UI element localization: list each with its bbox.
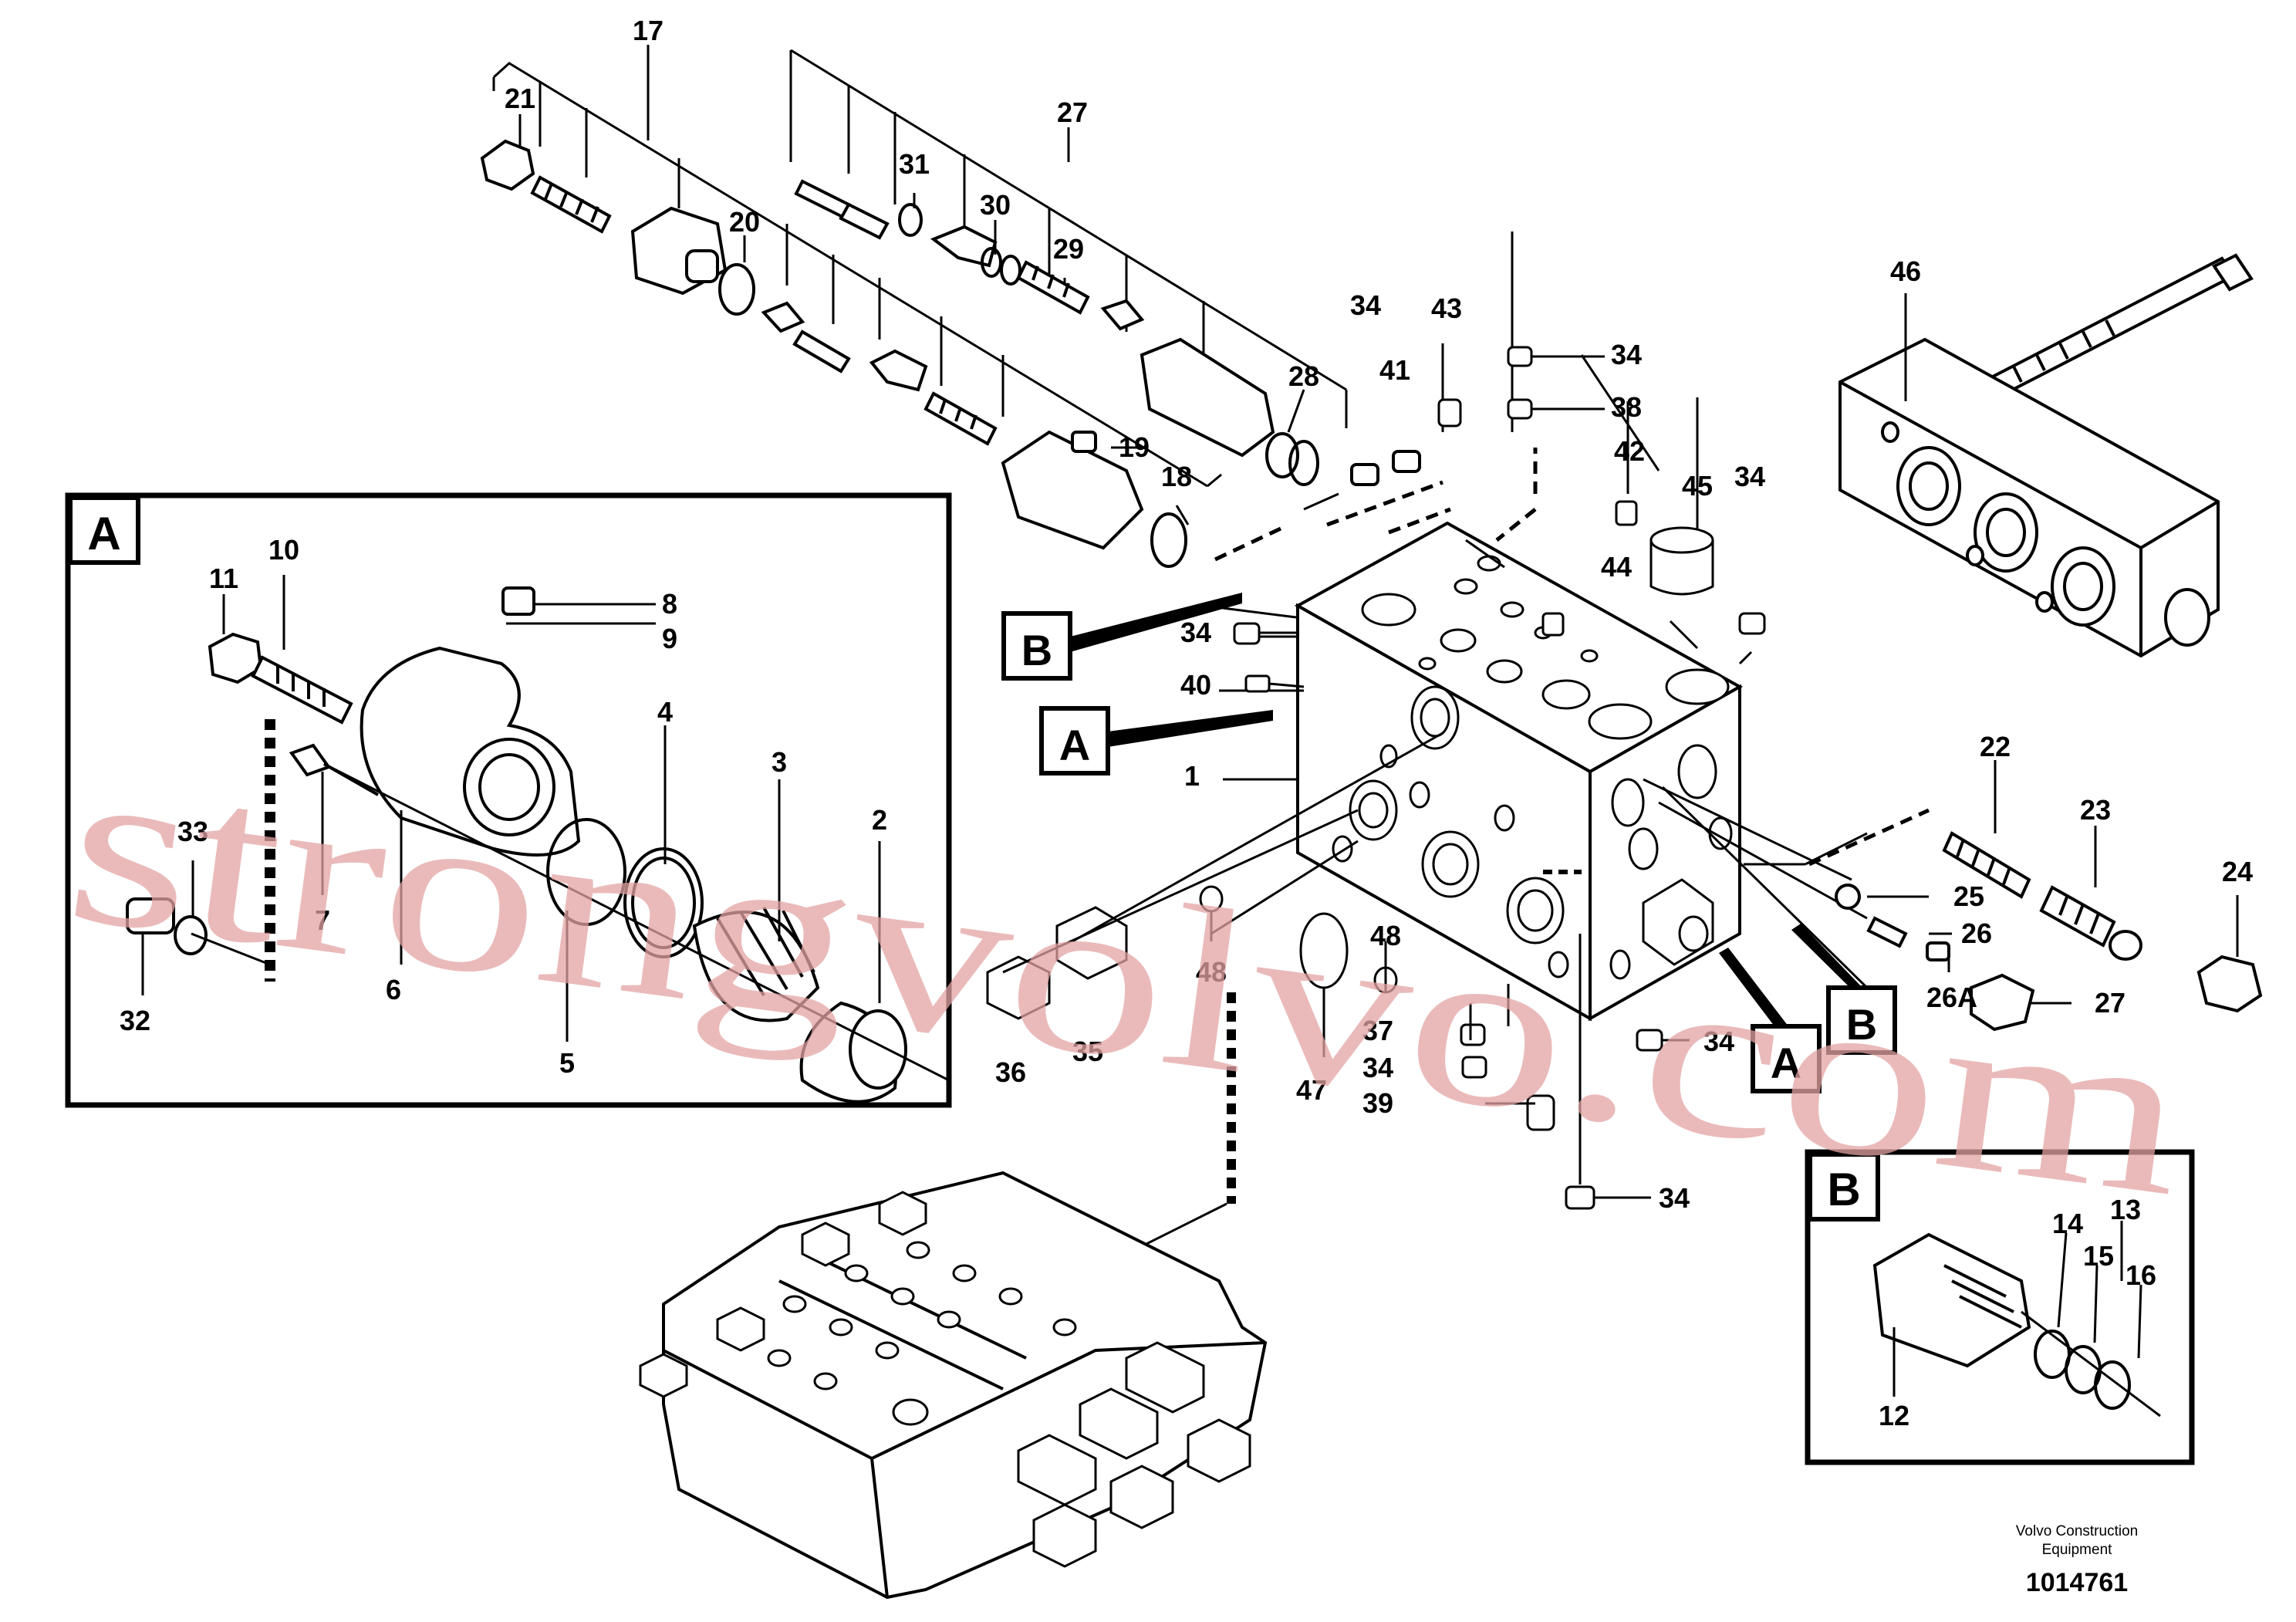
callout-16: 16 <box>2125 1259 2156 1291</box>
callout-30: 29 <box>1053 233 1084 265</box>
footer: Volvo Construction Equipment 1014761 <box>2016 1523 2138 1597</box>
callout-39: 38 <box>1611 391 1642 423</box>
callout-2: 2 <box>872 804 887 836</box>
callout-43: 42 <box>1614 435 1645 467</box>
callout-15: 15 <box>2083 1240 2114 1272</box>
detail-view-b-tag: B <box>1827 1164 1860 1215</box>
callout-24: 24 <box>2222 856 2253 887</box>
callout-17: 17 <box>633 15 663 46</box>
callout-20: 20 <box>729 206 760 238</box>
callout-23: 23 <box>2080 794 2111 826</box>
callout-19: 19 <box>1119 431 1150 463</box>
callout-21: 21 <box>505 83 535 114</box>
detail-view-a: A <box>65 492 952 1108</box>
callout-10: 10 <box>268 534 299 566</box>
callout-41: 40 <box>1180 669 1211 701</box>
detail-view-b: B 13 14 15 16 12 <box>1805 1149 2195 1465</box>
callout-35-f: 34 <box>1703 1026 1734 1057</box>
fittings: 34 40 1 43 34 38 42 45 34 44 36 35 48 48… <box>986 292 1766 1252</box>
callout-27: 27 <box>2095 987 2125 1019</box>
callout-38: 37 <box>1362 1015 1393 1046</box>
callout-7: 7 <box>315 904 330 936</box>
marker-b-left: B <box>1021 626 1052 674</box>
section-47: 46 <box>1838 253 2254 658</box>
relief-parts-right: 22 23 24 25 26 26A 27 <box>1643 731 2263 1032</box>
main-control-valve <box>639 1171 1268 1600</box>
callout-47: 46 <box>1890 255 1921 287</box>
callout-13: 13 <box>2110 1194 2141 1225</box>
callout-33: 32 <box>120 1005 150 1036</box>
callout-44: 43 <box>1431 292 1462 324</box>
callout-3: 3 <box>772 746 787 778</box>
callout-28: 27 <box>1057 96 1088 128</box>
callout-35-d: 34 <box>1734 461 1765 492</box>
callout-35-b: 34 <box>1180 617 1211 648</box>
callout-45: 44 <box>1601 551 1632 583</box>
callout-6: 6 <box>386 974 401 1005</box>
callout-26a: 26A <box>1926 982 1977 1013</box>
callout-32: 31 <box>899 148 930 180</box>
callout-35-c: 34 <box>1611 339 1642 370</box>
watermark: strongvolvo.com <box>55 712 2200 1245</box>
callout-5: 5 <box>559 1047 575 1079</box>
exploded-upper-assemblies: 17 21 20 19 18 27 31 30 29 28 34 41 <box>480 15 1538 568</box>
callout-35-g: 34 <box>1659 1182 1690 1214</box>
drawing-number: 1014761 <box>2026 1568 2128 1597</box>
callout-37: 36 <box>995 1056 1026 1088</box>
callout-14: 14 <box>2052 1208 2083 1239</box>
detail-view-a-tag: A <box>87 508 120 559</box>
callout-49-b: 48 <box>1370 920 1401 951</box>
callout-48: 47 <box>1296 1074 1327 1106</box>
callout-9: 9 <box>662 623 677 654</box>
marker-a-right: A <box>1771 1039 1801 1087</box>
callout-25: 25 <box>1953 880 1984 912</box>
callout-40: 39 <box>1362 1087 1393 1119</box>
callout-36: 35 <box>1072 1036 1103 1067</box>
callout-11: 11 <box>209 563 238 594</box>
callout-42: 41 <box>1379 354 1410 386</box>
callout-8: 8 <box>662 588 677 620</box>
callout-22: 22 <box>1980 731 2011 762</box>
callout-49-a: 48 <box>1196 956 1227 988</box>
callout-46: 45 <box>1682 470 1713 502</box>
callout-4: 4 <box>657 696 673 728</box>
marker-a-left: A <box>1059 721 1090 769</box>
callout-1: 1 <box>1184 760 1200 792</box>
callout-18: 18 <box>1161 461 1192 492</box>
callout-31: 30 <box>980 189 1011 221</box>
callout-34: 33 <box>177 816 208 847</box>
view-markers: B A A B <box>1001 593 1897 1093</box>
callout-35-a: 34 <box>1350 289 1381 321</box>
callout-29: 28 <box>1288 360 1319 392</box>
footer-company-line2: Equipment <box>2042 1542 2113 1558</box>
callout-35-e: 34 <box>1362 1052 1393 1083</box>
marker-b-right: B <box>1846 1000 1877 1049</box>
footer-company: Volvo Construction <box>2016 1523 2138 1539</box>
callout-12: 12 <box>1879 1400 1909 1431</box>
callout-26: 26 <box>1961 917 1992 949</box>
